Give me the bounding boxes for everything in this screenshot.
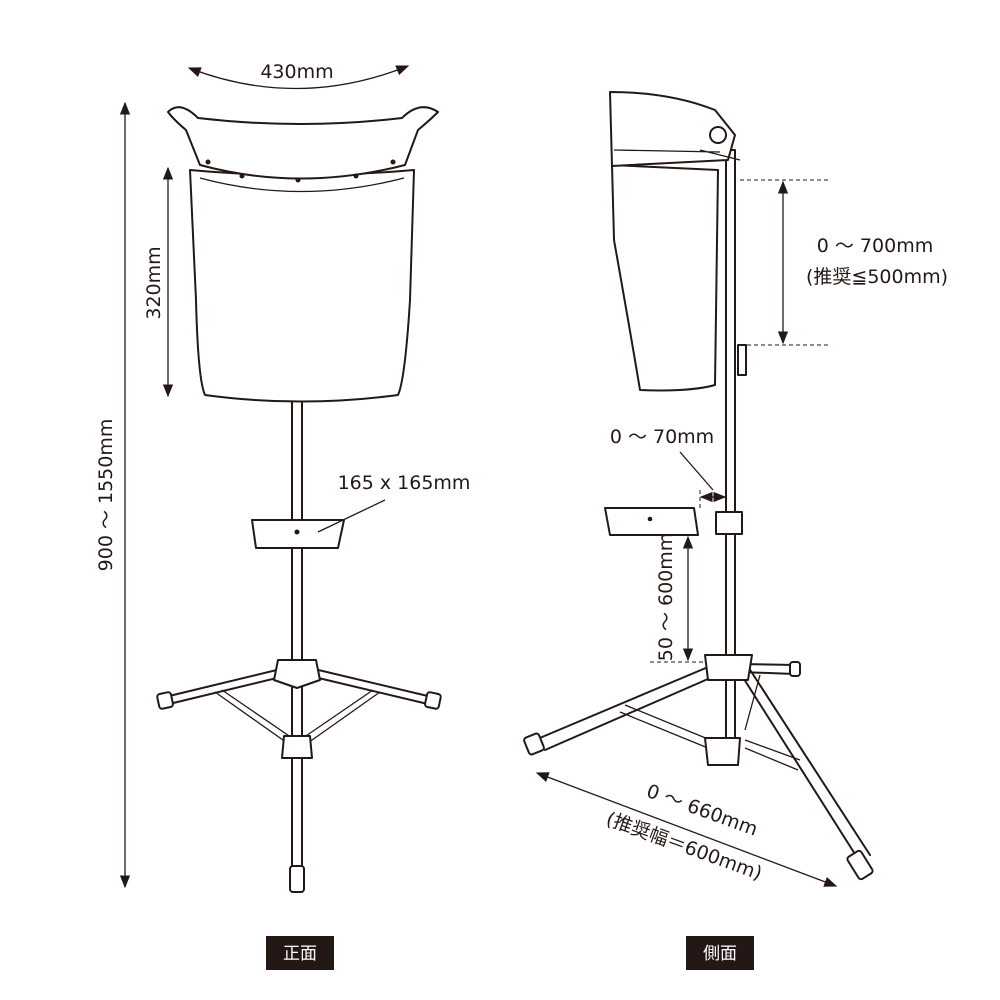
- leg-spread-arrow: [535, 772, 838, 887]
- platform-leader: [317, 499, 386, 533]
- panel-adjust-note: (推奨≦500mm): [806, 266, 948, 288]
- side-view-label: 側面: [686, 936, 754, 970]
- front-pole: [291, 391, 303, 873]
- width-arrow: [187, 65, 410, 90]
- side-platform: [604, 507, 699, 536]
- side-panel: [611, 164, 719, 392]
- offset-dim: 0 ～ 70mm: [610, 426, 714, 448]
- side-top-frame: [609, 91, 736, 167]
- side-view-label-text: 側面: [703, 944, 737, 964]
- front-leg-right: [309, 667, 433, 706]
- side-clamp-upper: [737, 344, 747, 376]
- side-leg-front: [534, 661, 725, 751]
- front-top-frame: [167, 106, 439, 180]
- panel-height-dim: 320mm: [143, 246, 165, 319]
- width-dim: 430mm: [260, 61, 333, 83]
- side-leg-right: [736, 661, 871, 863]
- side-clamp-lower: [715, 511, 743, 535]
- total-height-dim: 900 ～ 1550mm: [95, 419, 117, 572]
- front-leg-left: [164, 667, 286, 706]
- front-view-drawing: 900 ～ 1550mm 320mm 430mm 165 x 165mm: [95, 61, 471, 893]
- platform-height-dim: 50 ～ 600mm: [655, 533, 677, 662]
- side-view-drawing: 0 ～ 700mm (推奨≦500mm) 0 ～ 70mm 50 ～ 600mm…: [523, 91, 948, 887]
- front-panel: [189, 169, 415, 403]
- front-view-label: 正面: [266, 936, 334, 970]
- platform-dim: 165 x 165mm: [338, 472, 471, 494]
- front-foot: [289, 865, 305, 893]
- front-view-label-text: 正面: [283, 944, 317, 964]
- side-hub: [704, 654, 753, 681]
- front-hub: [273, 659, 321, 689]
- panel-adjust-dim: 0 ～ 700mm: [817, 235, 933, 257]
